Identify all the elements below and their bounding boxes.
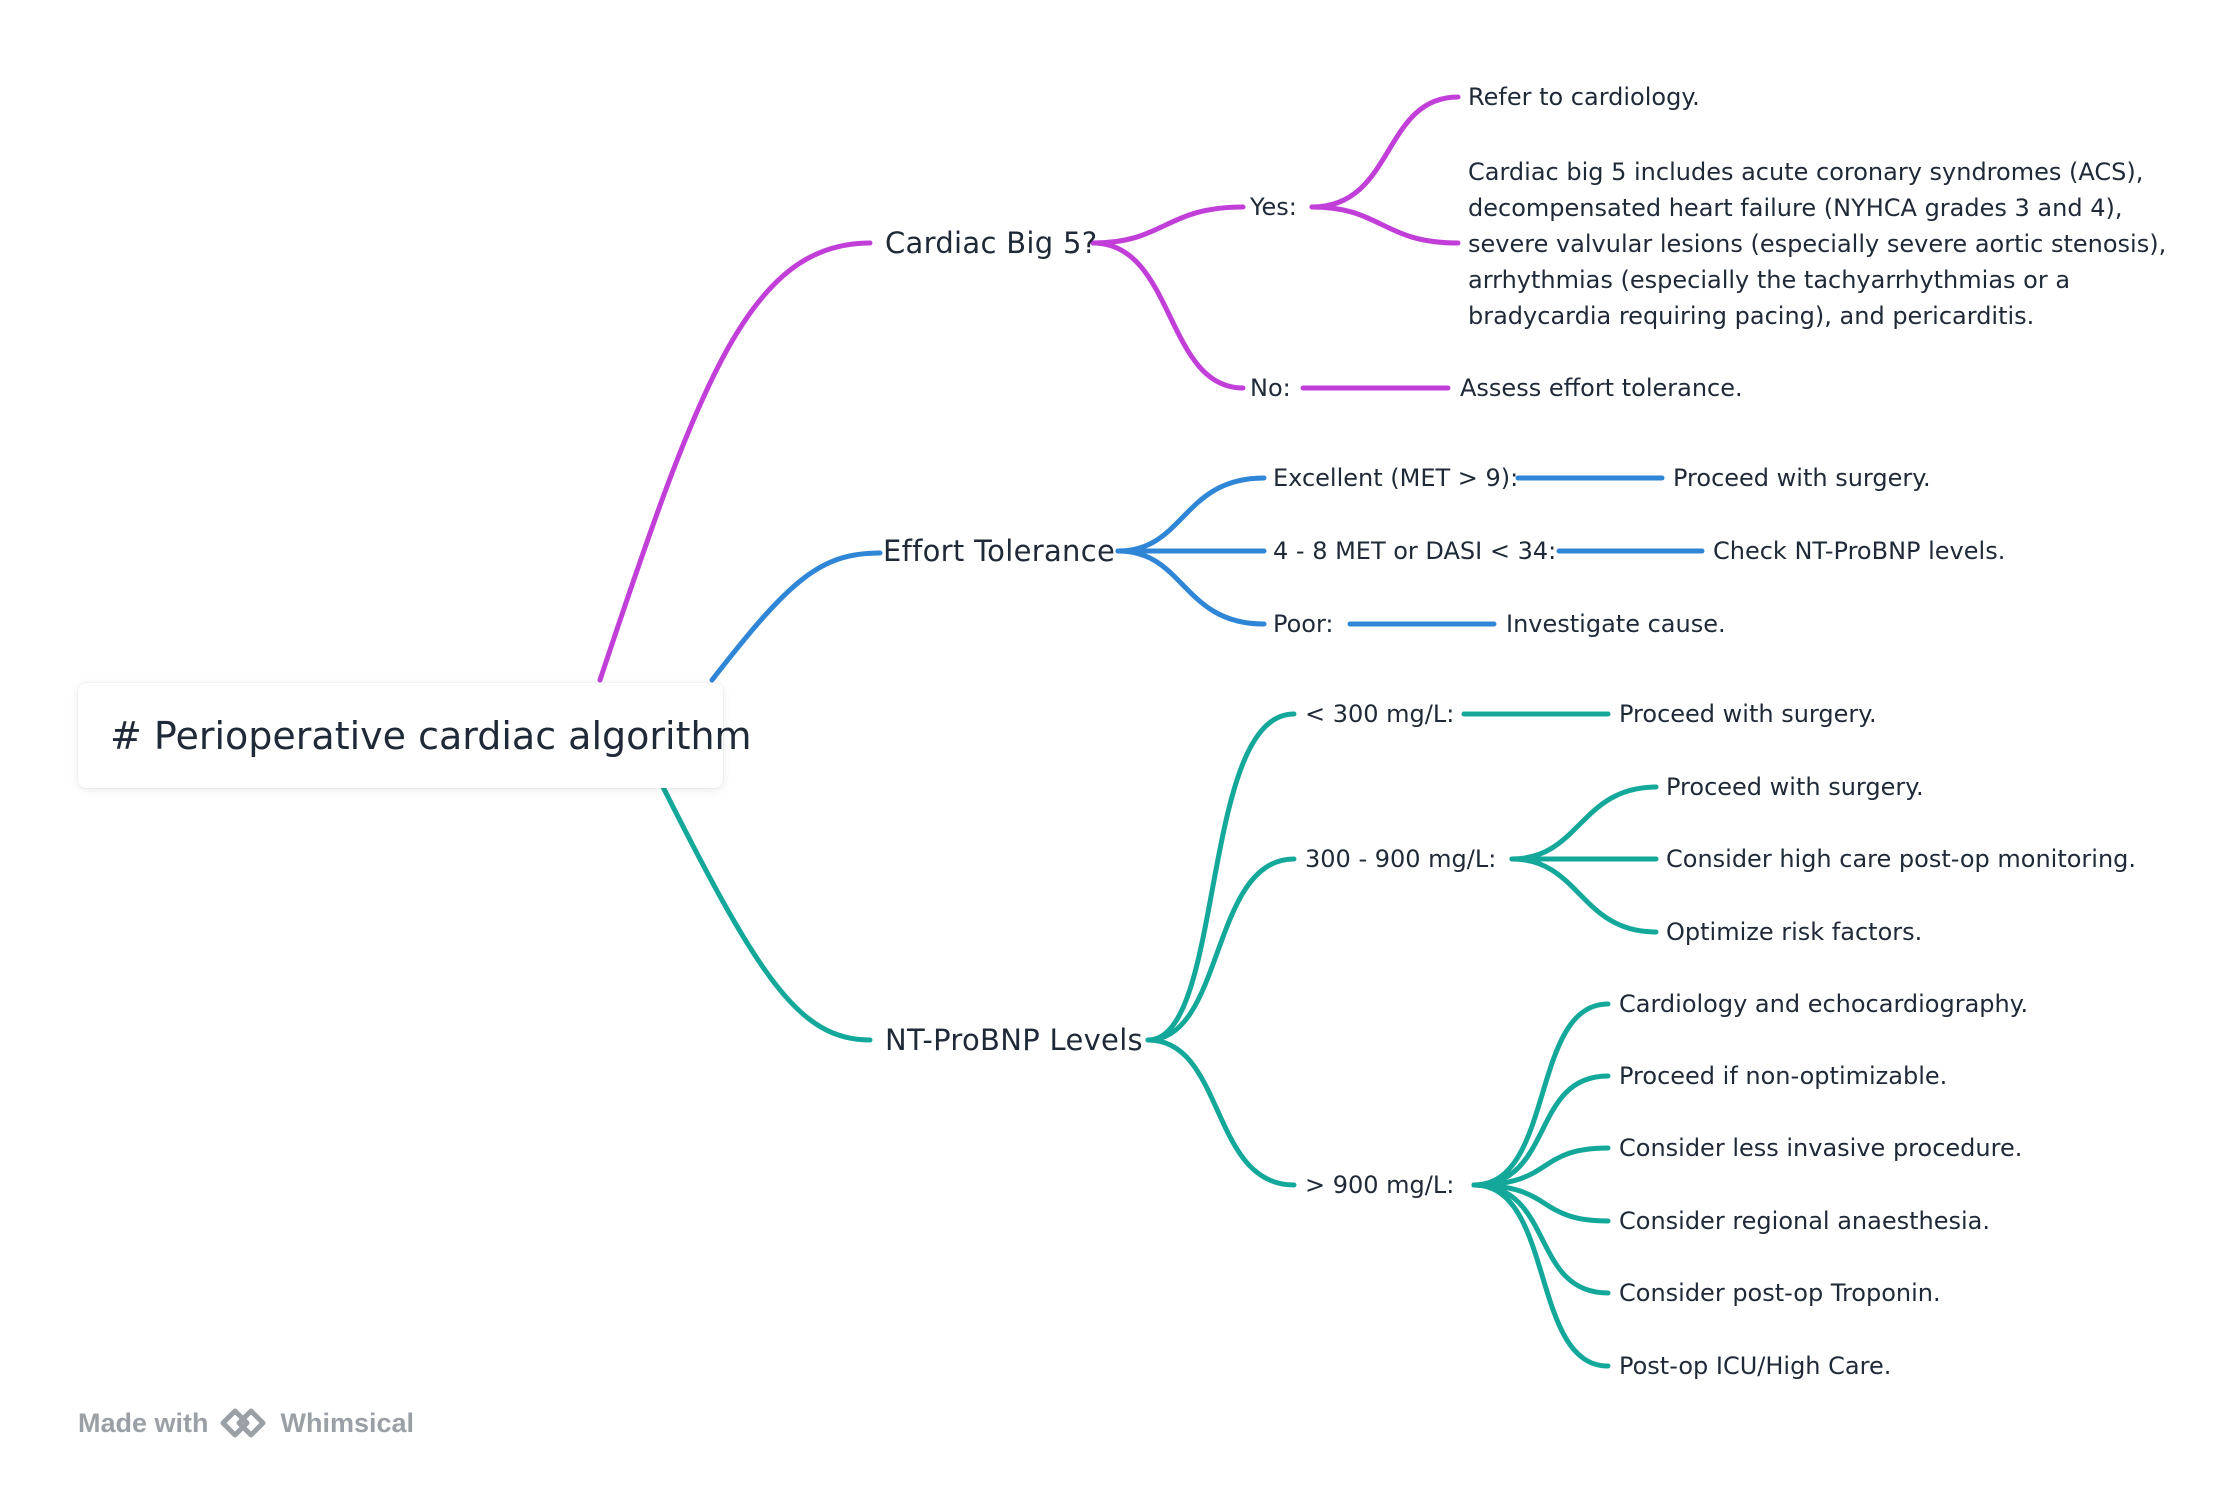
made-with-label: Made with xyxy=(78,1407,209,1438)
edge-yes-description xyxy=(1309,204,1461,246)
node-ntprobnp-high[interactable]: > 900 mg/L: xyxy=(1305,1171,1455,1199)
edge-ntprobnp-low xyxy=(1145,711,1297,1043)
edge-yes-refer xyxy=(1309,94,1461,210)
whimsical-brand-label: Whimsical xyxy=(280,1407,415,1438)
node-mid-action[interactable]: Proceed with surgery. xyxy=(1666,773,1924,801)
edge-ntprobnp-mid xyxy=(1145,856,1297,1043)
node-effort-excellent[interactable]: Excellent (MET > 9): xyxy=(1273,464,1519,492)
node-high-action[interactable]: Consider post-op Troponin. xyxy=(1619,1279,1941,1307)
node-effort-poor[interactable]: Poor: xyxy=(1273,610,1334,638)
made-with-whimsical-badge[interactable]: Made with Whimsical xyxy=(78,1403,414,1443)
whimsical-logo-icon xyxy=(220,1408,266,1438)
edge-high-action-2 xyxy=(1471,1073,1611,1188)
node-effort-tolerance[interactable]: Effort Tolerance xyxy=(883,534,1116,568)
edge-effort-excellent xyxy=(1115,475,1267,554)
root-node[interactable]: # Perioperative cardiac algorithm xyxy=(78,683,752,788)
node-cardiac-big5-description[interactable]: Cardiac big 5 includes acute coronary sy… xyxy=(1468,158,2167,330)
edge-high-action-4 xyxy=(1471,1182,1611,1224)
edge-root-effort xyxy=(709,550,883,683)
edge-high-action-1 xyxy=(1471,1001,1611,1188)
node-effort-moderate[interactable]: 4 - 8 MET or DASI < 34: xyxy=(1273,537,1557,565)
edge-mid-action-1 xyxy=(1509,784,1659,862)
edge-root-ntprobnp xyxy=(659,782,873,1043)
node-ntprobnp-levels[interactable]: NT-ProBNP Levels xyxy=(885,1023,1143,1057)
edge-mid-action-3 xyxy=(1509,856,1659,935)
edge-root-cardiac xyxy=(597,240,873,683)
node-cardiac-no[interactable]: No: xyxy=(1250,374,1291,402)
edge-cardiac-no xyxy=(1090,240,1246,391)
edge-cardiac-yes xyxy=(1090,204,1246,246)
edge-ntprobnp-high xyxy=(1145,1037,1297,1188)
node-assess-effort-tolerance[interactable]: Assess effort tolerance. xyxy=(1460,374,1743,402)
node-high-action[interactable]: Post-op ICU/High Care. xyxy=(1619,1352,1892,1380)
node-excellent-action[interactable]: Proceed with surgery. xyxy=(1673,464,1931,492)
node-cardiac-yes[interactable]: Yes: xyxy=(1250,193,1297,221)
node-refer-cardiology[interactable]: Refer to cardiology. xyxy=(1468,83,1700,111)
root-title: # Perioperative cardiac algorithm xyxy=(110,713,752,758)
node-high-action[interactable]: Consider regional anaesthesia. xyxy=(1619,1207,1991,1235)
node-moderate-action[interactable]: Check NT-ProBNP levels. xyxy=(1713,537,2006,565)
node-high-action[interactable]: Proceed if non-optimizable. xyxy=(1619,1062,1948,1090)
node-cardiac-big-5[interactable]: Cardiac Big 5? xyxy=(885,226,1098,260)
node-ntprobnp-low[interactable]: < 300 mg/L: xyxy=(1305,700,1455,728)
node-high-action[interactable]: Consider less invasive procedure. xyxy=(1619,1134,2023,1162)
edge-effort-poor xyxy=(1115,548,1267,627)
edge-high-action-5 xyxy=(1471,1182,1611,1296)
node-low-action[interactable]: Proceed with surgery. xyxy=(1619,700,1877,728)
node-mid-action[interactable]: Consider high care post-op monitoring. xyxy=(1666,845,2137,873)
node-ntprobnp-mid[interactable]: 300 - 900 mg/L: xyxy=(1305,845,1497,873)
node-high-action[interactable]: Cardiology and echocardiography. xyxy=(1619,990,2029,1018)
node-poor-action[interactable]: Investigate cause. xyxy=(1506,610,1726,638)
node-mid-action[interactable]: Optimize risk factors. xyxy=(1666,918,1923,946)
edge-high-action-3 xyxy=(1471,1145,1611,1188)
edge-high-action-6 xyxy=(1471,1182,1611,1369)
